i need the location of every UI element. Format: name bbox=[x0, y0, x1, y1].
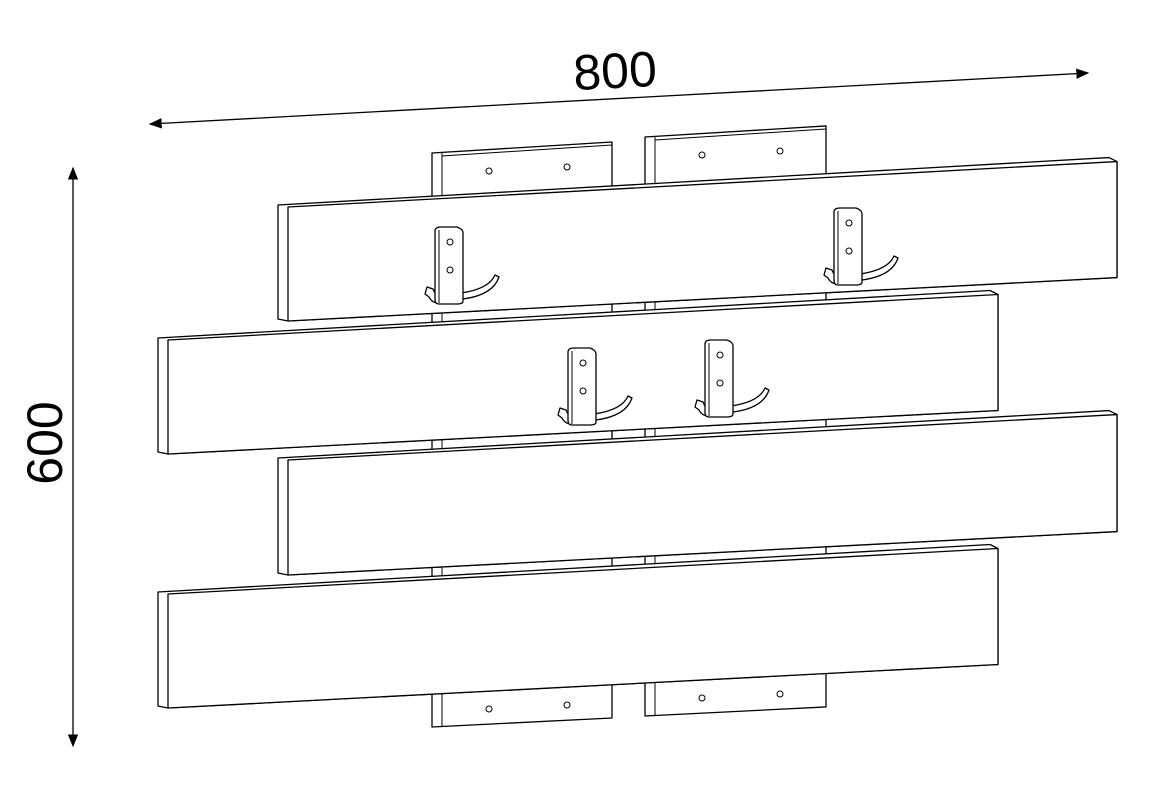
planks bbox=[157, 156, 1118, 709]
hook-icon bbox=[424, 226, 500, 305]
height-dimension-label: 600 bbox=[17, 401, 73, 484]
screw-hole bbox=[563, 163, 571, 171]
screw-hole bbox=[485, 167, 493, 175]
plank bbox=[157, 543, 999, 709]
hook-icon bbox=[694, 339, 770, 418]
screw-hole bbox=[698, 151, 706, 159]
hooks bbox=[424, 207, 899, 426]
hook-icon bbox=[557, 347, 633, 426]
plank bbox=[277, 409, 1118, 576]
screw-hole bbox=[776, 690, 784, 698]
width-dimension-label: 800 bbox=[572, 41, 658, 101]
screw-hole bbox=[698, 694, 706, 702]
screw-hole bbox=[563, 701, 571, 709]
hook-icon bbox=[823, 207, 899, 286]
screw-hole bbox=[485, 705, 493, 713]
width-dimension-line bbox=[148, 68, 1090, 129]
screw-hole bbox=[776, 147, 784, 155]
